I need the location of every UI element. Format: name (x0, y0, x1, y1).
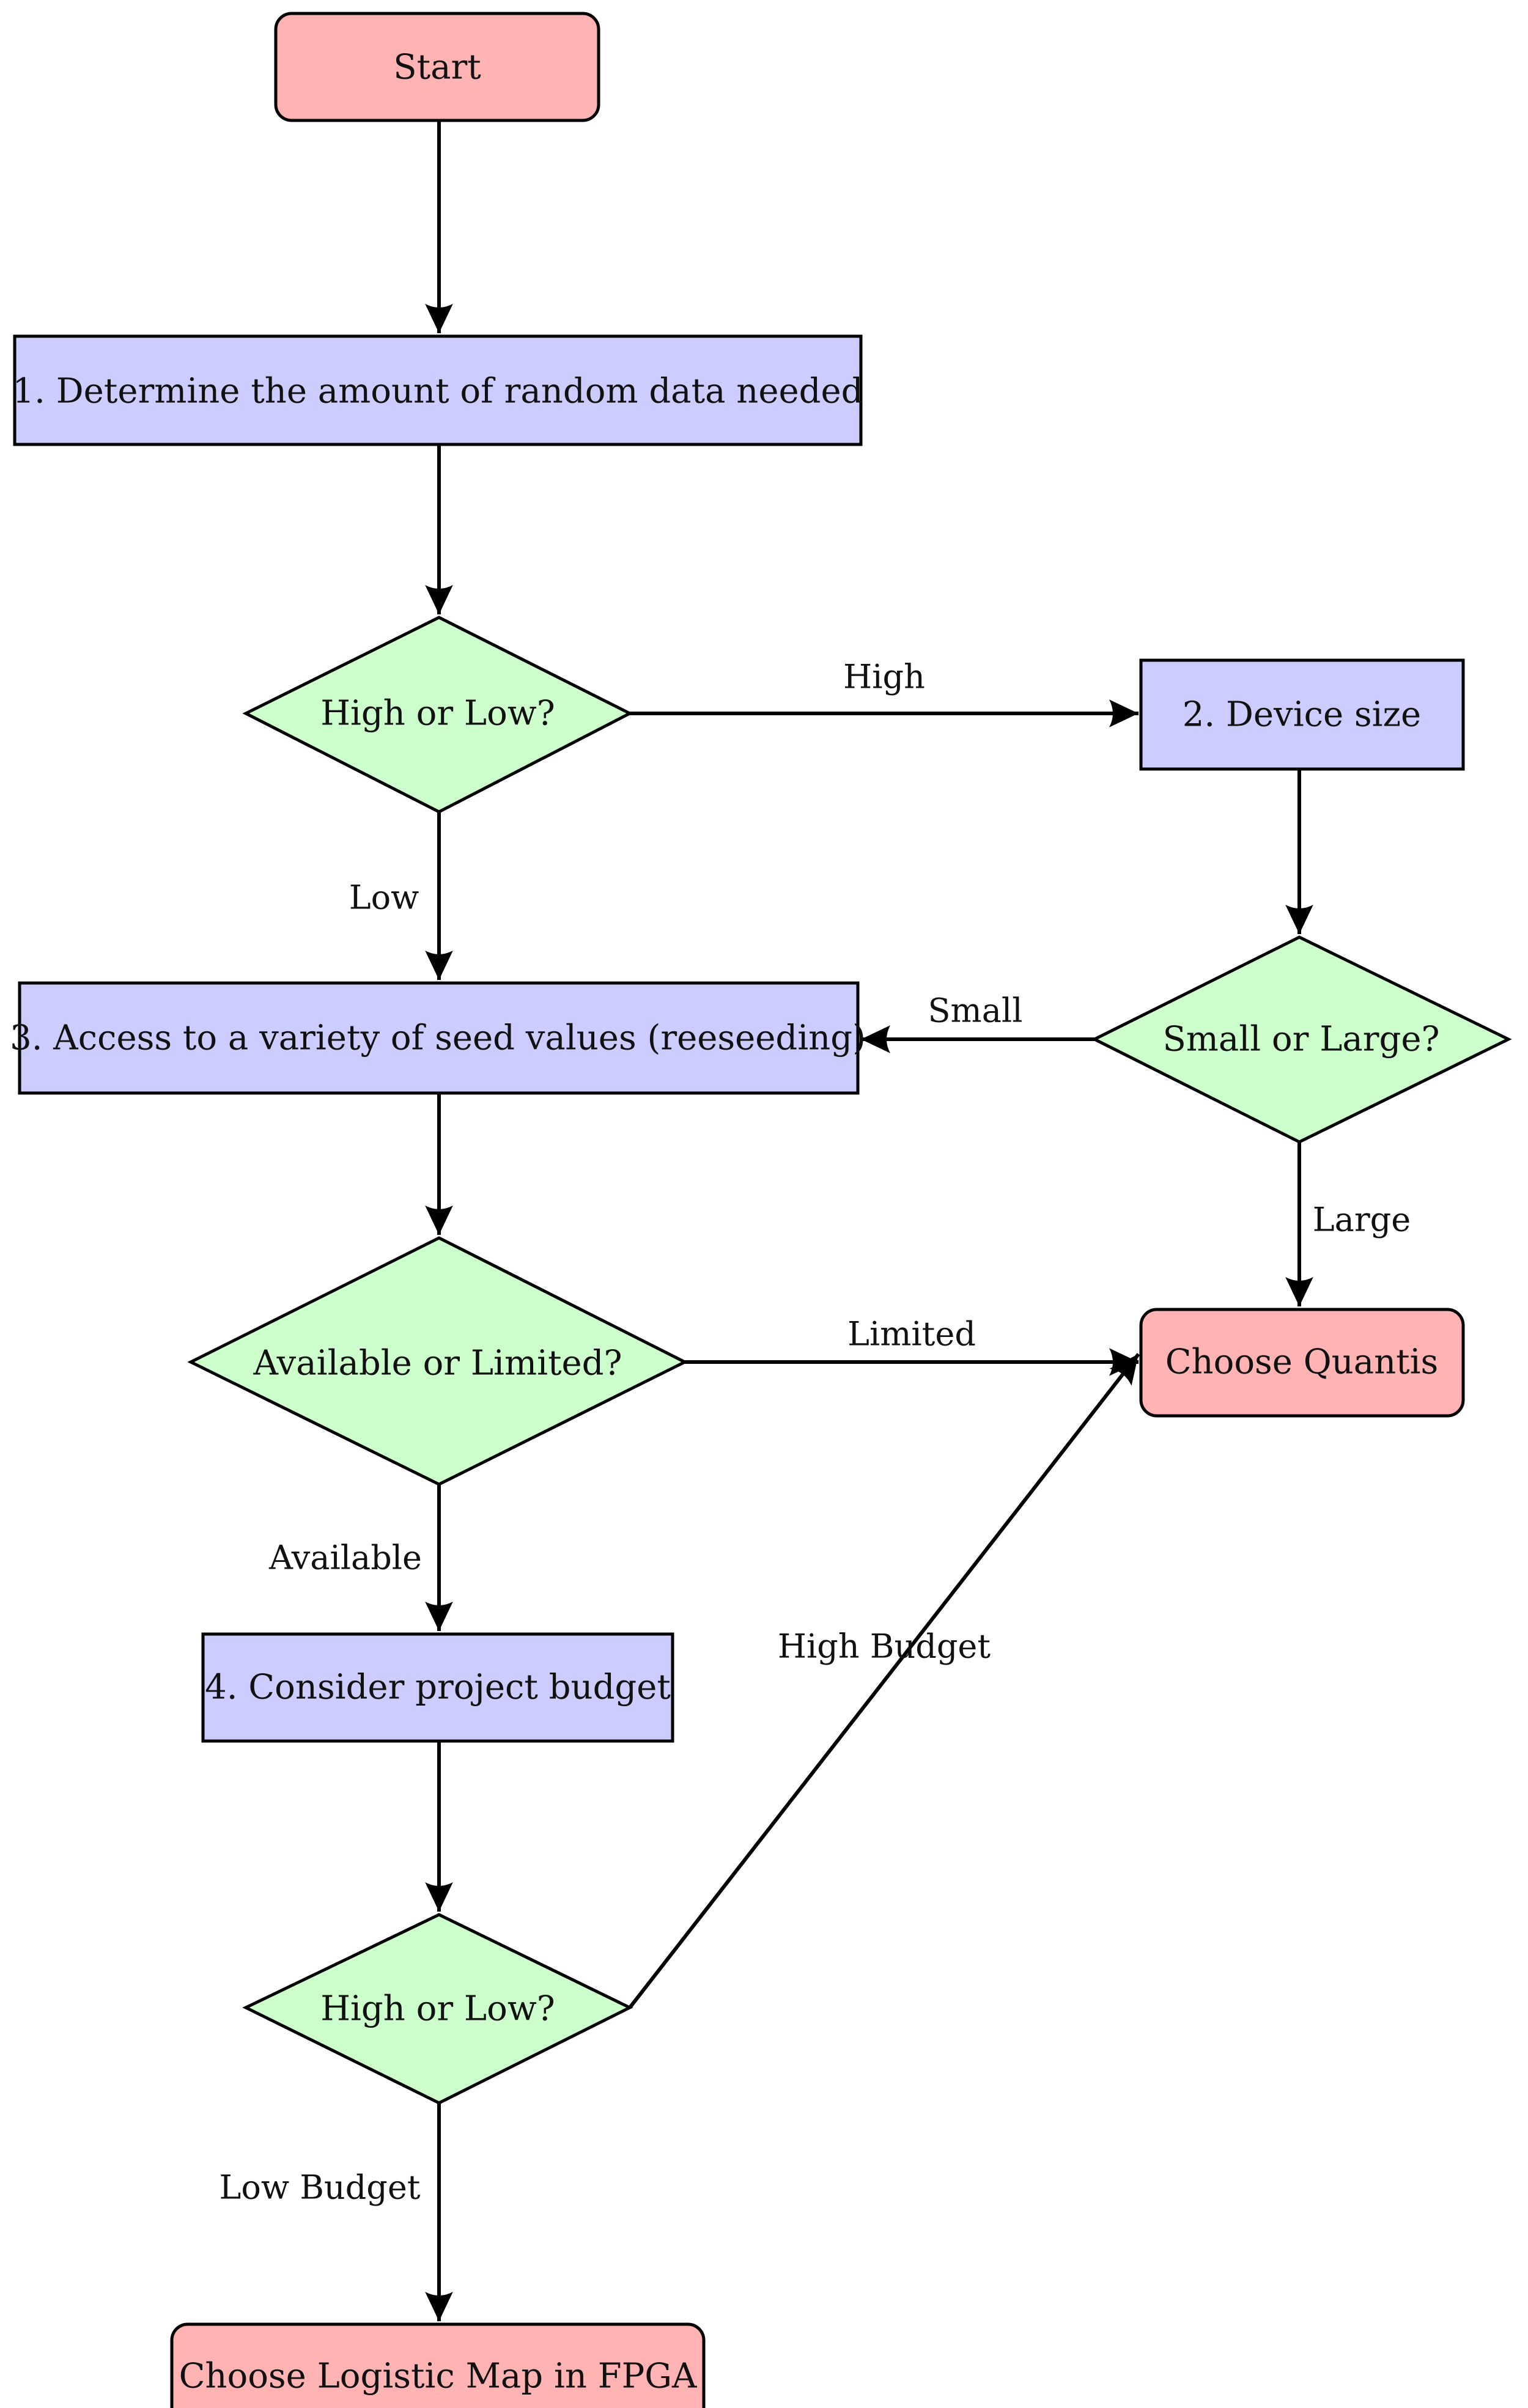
node-step2: 2. Device size (1139, 658, 1465, 771)
edge-label-high: High (843, 658, 925, 696)
node-choose-quantis: Choose Quantis (1139, 1308, 1465, 1418)
edge-label-large: Large (1313, 1201, 1411, 1239)
process-shape (201, 1632, 674, 1743)
edge-label-high-budget: High Budget (778, 1627, 991, 1666)
node-step3: 3. Access to a variety of seed values (r… (10, 981, 866, 1095)
edge-decision-budget-to-quantis (628, 1353, 1140, 2009)
node-decision-seed-label: Available or Limited? (253, 1344, 622, 1383)
node-decision-seed: Available or Limited? (187, 1236, 688, 1486)
node-choose-quantis-label: Choose Quantis (1165, 1342, 1439, 1382)
process-shape (1139, 658, 1465, 771)
terminal-shape (274, 12, 600, 122)
decision-shape (187, 1236, 688, 1486)
node-decision-budget: High or Low? (242, 1913, 633, 2105)
terminal-shape (1139, 1308, 1465, 1418)
node-step3-label: 3. Access to a variety of seed values (r… (10, 1018, 866, 1058)
node-step1-label: 1. Determine the amount of random data n… (13, 372, 863, 411)
edge-label-small: Small (928, 992, 1023, 1030)
edge-label-low: Low (349, 878, 419, 917)
node-decision-amount: High or Low? (242, 616, 633, 814)
node-decision-amount-label: High or Low? (320, 694, 555, 734)
terminal-shape (170, 2322, 706, 2408)
node-decision-size-label: Small or Large? (1162, 1020, 1439, 1059)
node-step2-label: 2. Device size (1183, 695, 1421, 735)
decision-shape (242, 616, 633, 814)
node-start: Start (274, 12, 600, 122)
edge-label-limited: Limited (847, 1315, 976, 1353)
node-decision-budget-label: High or Low? (320, 1989, 555, 2029)
edge-label-low-budget: Low Budget (219, 2168, 420, 2207)
decision-shape (1091, 935, 1512, 1144)
edges (425, 120, 1313, 2321)
edge-label-available: Available (268, 1539, 422, 1577)
node-step4: 4. Consider project budget (201, 1632, 674, 1743)
process-shape (13, 334, 863, 446)
node-step1: 1. Determine the amount of random data n… (13, 334, 863, 446)
decision-shape (242, 1913, 633, 2105)
node-choose-logistic: Choose Logistic Map in FPGA (170, 2322, 706, 2408)
node-decision-size: Small or Large? (1091, 935, 1512, 1144)
node-start-label: Start (393, 48, 481, 87)
node-step4-label: 4. Consider project budget (205, 1668, 671, 1707)
process-shape (18, 981, 860, 1095)
node-choose-logistic-label: Choose Logistic Map in FPGA (179, 2357, 697, 2396)
edge-labels: High Low Small Large Limited Available H… (219, 658, 1411, 2207)
